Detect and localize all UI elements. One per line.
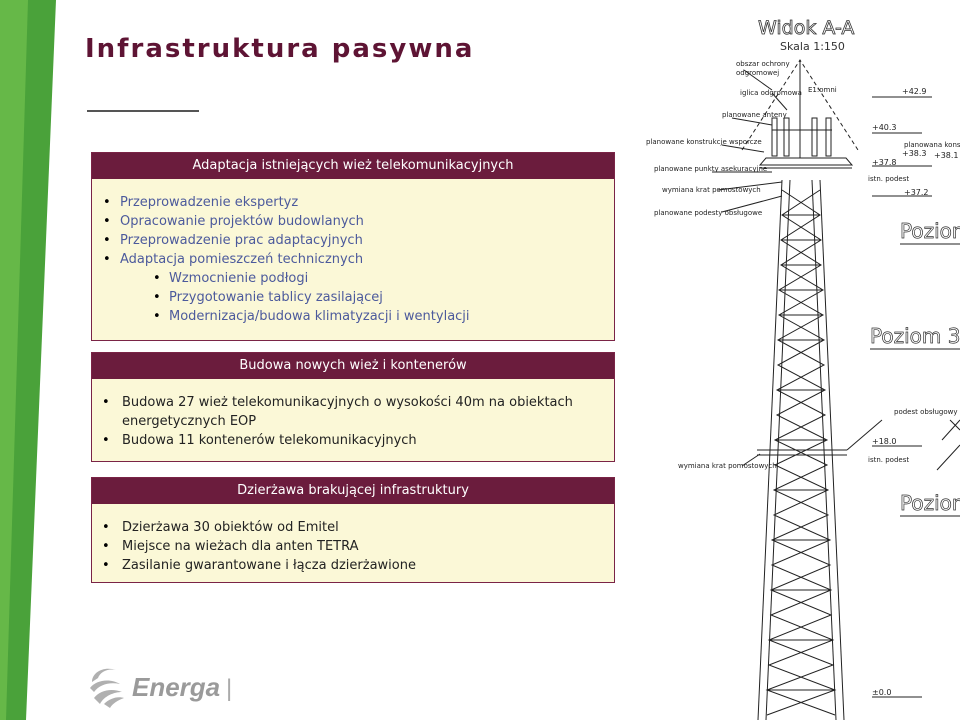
- drawing-scale: Skala 1:150: [780, 40, 845, 53]
- level-label-3: Poziom 3: [870, 324, 960, 348]
- label-anchor-points: planowane punkty asekuracyjne: [654, 165, 767, 173]
- label-lightning-zone-2: odgromowej: [736, 69, 779, 77]
- level-18-0: +18.0: [872, 437, 897, 446]
- section-lease: Dzierżawa brakującej infrastruktury Dzie…: [91, 477, 615, 583]
- level-40-3: +40.3: [872, 123, 897, 132]
- sub-list-item: Przygotowanie tablicy zasilającej: [92, 288, 614, 307]
- label-grating-replacement-2: wymiana krat pomostowych: [678, 462, 777, 470]
- list-item: Miejsce na wieżach dla anten TETRA: [92, 537, 614, 556]
- tower-drawing: Widok A-A Skala 1:150: [646, 17, 960, 720]
- sub-list-item: Wzmocnienie podłogi: [92, 269, 614, 288]
- section-list: Budowa 27 wież telekomunikacyjnych o wys…: [92, 393, 614, 450]
- label-grating-replacement: wymiana krat pomostowych: [662, 186, 761, 194]
- label-lightning-zone: obszar ochrony: [736, 60, 790, 68]
- label-service-platform: podest obsługowy: [894, 408, 958, 416]
- section-header: Budowa nowych wież i kontenerów: [92, 353, 614, 379]
- list-item: Zasilanie gwarantowane i łącza dzierżawi…: [92, 556, 614, 575]
- list-item: Budowa 27 wież telekomunikacyjnych o wys…: [92, 393, 614, 431]
- section-list: Przeprowadzenie ekspertyz Opracowanie pr…: [92, 193, 614, 326]
- level-42-9: +42.9: [902, 87, 927, 96]
- title-underline: [87, 110, 199, 112]
- label-existing-platform: istn. podest: [868, 175, 909, 183]
- logo-separator: |: [226, 675, 232, 702]
- label-planned-structure: planowana konstrukcja: [904, 141, 960, 149]
- level-label-1: Poziom: [900, 219, 960, 243]
- level-37-2: +37.2: [904, 188, 929, 197]
- list-item: Przeprowadzenie ekspertyz: [92, 193, 614, 212]
- logo-name: Energa: [132, 672, 220, 702]
- sub-list-item: Modernizacja/budowa klimatyzacji i wenty…: [92, 307, 614, 326]
- section-adaptation: Adaptacja istniejących wież telekomunika…: [91, 152, 615, 341]
- page-title: Infrastruktura pasywna: [85, 34, 475, 64]
- list-item: Opracowanie projektów budowlanych: [92, 212, 614, 231]
- list-item: Dzierżawa 30 obiektów od Emitel: [92, 518, 614, 537]
- label-support-structures: planowane konstrukcje wsporcze: [646, 138, 762, 146]
- list-item: Budowa 11 kontenerów telekomunikacyjnych: [92, 431, 614, 450]
- label-lightning-rod: iglica odgromowa: [740, 89, 802, 97]
- section-list: Dzierżawa 30 obiektów od Emitel Miejsce …: [92, 518, 614, 575]
- label-e1-omni: E1:omni: [808, 86, 837, 94]
- energa-logo-icon: [90, 668, 124, 708]
- label-service-platforms: planowane podesty obsługowe: [654, 209, 762, 217]
- level-0-0: ±0.0: [872, 688, 891, 697]
- level-label-2: Poziom: [900, 491, 960, 515]
- section-new-towers: Budowa nowych wież i kontenerów Budowa 2…: [91, 352, 615, 462]
- level-38-1: +38.1: [934, 151, 959, 160]
- section-header: Dzierżawa brakującej infrastruktury: [92, 478, 614, 504]
- drawing-title: Widok A-A: [758, 17, 854, 39]
- section-header: Adaptacja istniejących wież telekomunika…: [92, 153, 614, 179]
- list-item: Adaptacja pomieszczeń technicznych: [92, 250, 614, 269]
- energa-logo: Energa |: [88, 664, 248, 713]
- green-accent-strip: [0, 0, 56, 720]
- list-item: Przeprowadzenie prac adaptacyjnych: [92, 231, 614, 250]
- level-38-3: +38.3: [902, 149, 927, 158]
- level-37-8: +37.8: [872, 158, 897, 167]
- label-existing-platform-2: istn. podest: [868, 456, 909, 464]
- label-planned-antennas: planowane anteny: [722, 111, 787, 119]
